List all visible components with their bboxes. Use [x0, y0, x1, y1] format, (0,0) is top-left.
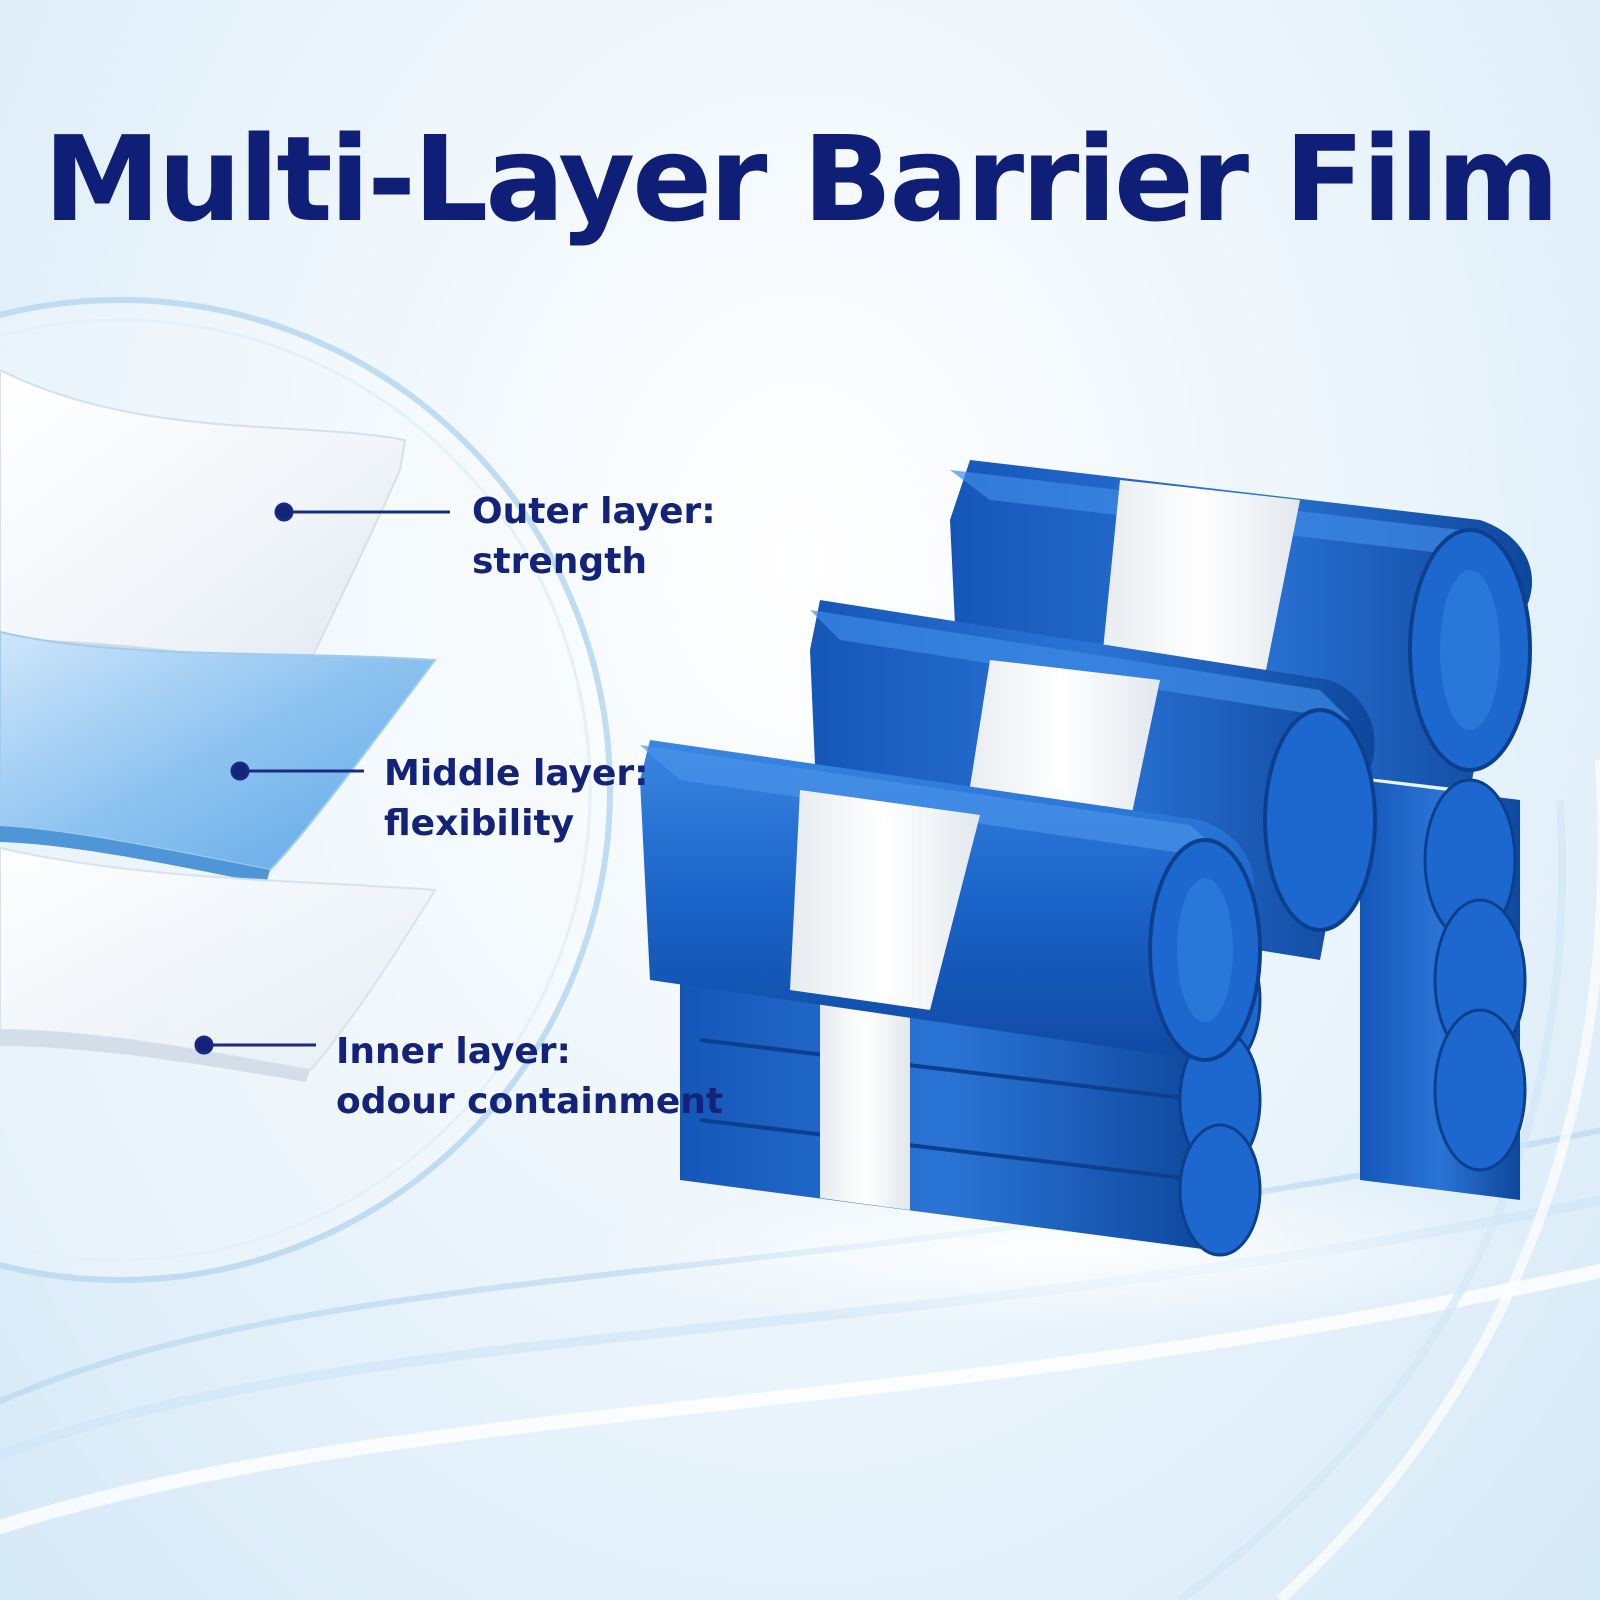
callout-outer-layer: Outer layer: strength [472, 487, 716, 587]
inner-layer-pointer-dot [194, 1035, 214, 1055]
bag-roll-stack-illustration [640, 460, 1533, 1257]
middle-layer-desc: flexibility [384, 803, 575, 844]
bag-roll-back-lower [1360, 778, 1527, 1200]
callout-pointers [194, 502, 450, 1055]
page-title: Multi-Layer Barrier Film [43, 110, 1559, 248]
outer-layer-desc: strength [472, 541, 648, 582]
outer-layer-title: Outer layer: [472, 491, 716, 532]
middle-layer-title: Middle layer: [384, 753, 649, 794]
outer-layer-pointer-dot [274, 502, 294, 522]
layer-stack-illustration [0, 368, 437, 1082]
callout-inner-layer: Inner layer: odour containment [336, 1027, 723, 1127]
inner-layer-title: Inner layer: [336, 1031, 571, 1072]
inner-layer-desc: odour containment [336, 1081, 724, 1122]
callout-middle-layer: Middle layer: flexibility [384, 749, 649, 849]
bag-roll-front-top [640, 740, 1262, 1062]
middle-layer-pointer-dot [230, 761, 250, 781]
